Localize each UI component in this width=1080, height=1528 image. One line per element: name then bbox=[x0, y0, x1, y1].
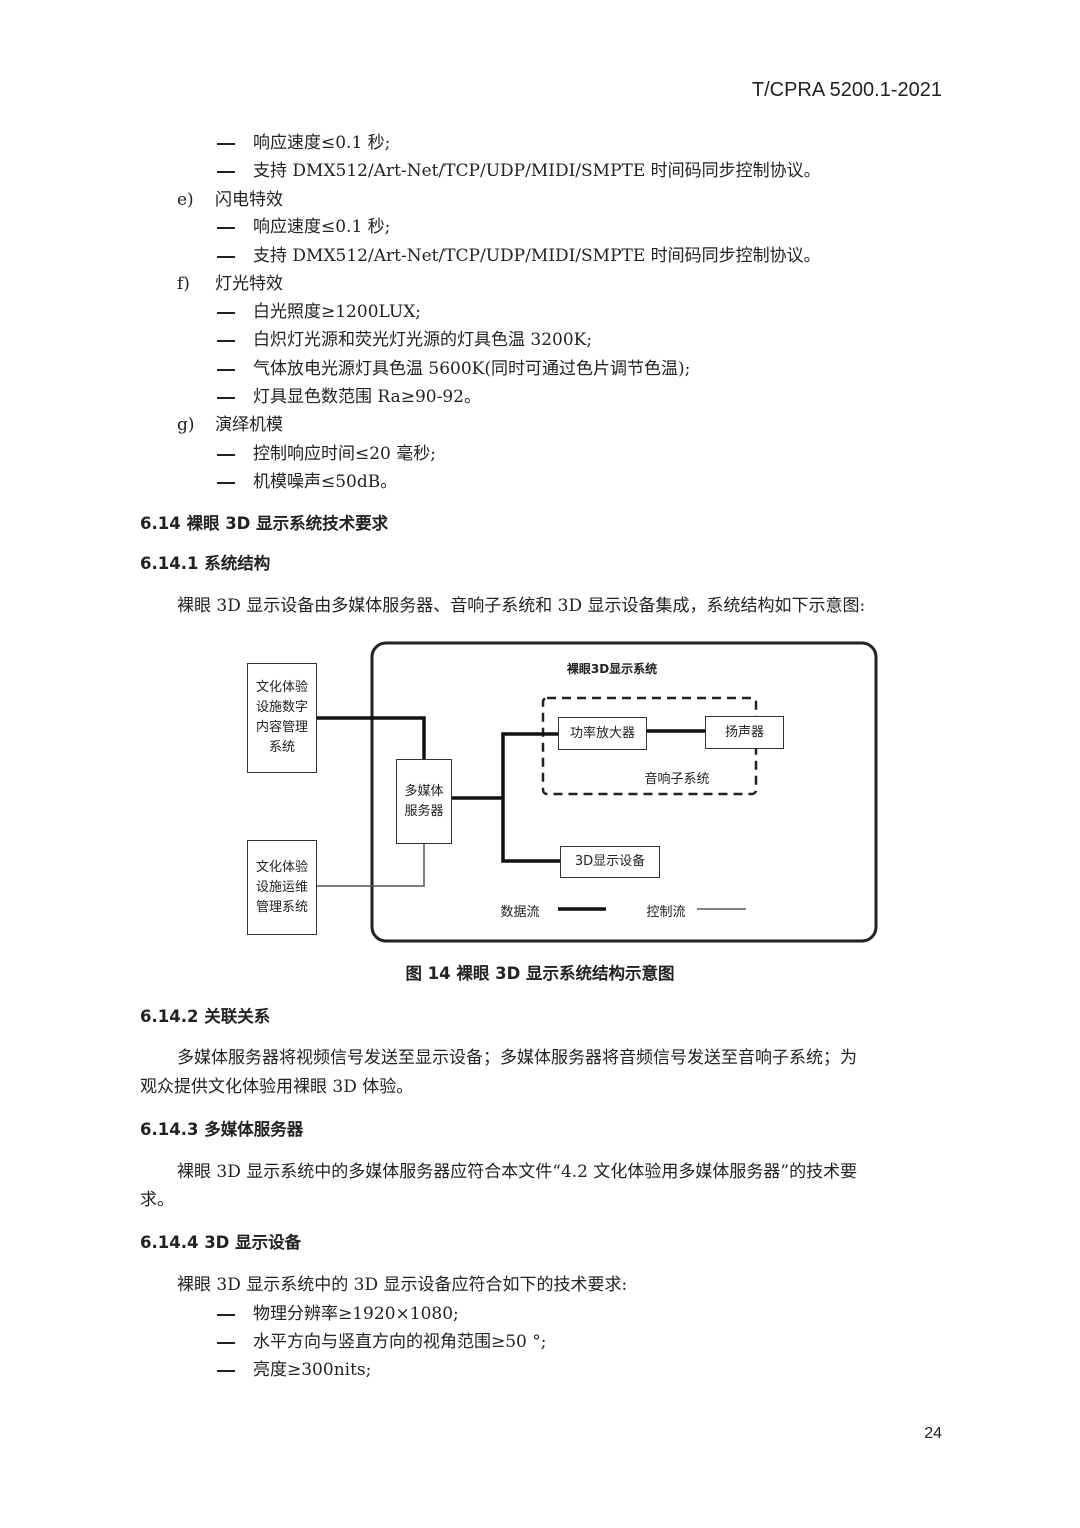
dash-bullet bbox=[217, 227, 235, 229]
paragraph: 裸眼 3D 显示设备由多媒体服务器、音响子系统和 3D 显示设备集成，系统结构如… bbox=[177, 596, 866, 616]
dash-bullet bbox=[217, 397, 235, 399]
list-item: 白光照度≥1200LUX; bbox=[253, 302, 422, 322]
dash-bullet bbox=[217, 454, 235, 456]
list-item: 支持 DMX512/Art-Net/TCP/UDP/MIDI/SMPTE 时间码… bbox=[253, 161, 821, 181]
list-marker: g) bbox=[177, 415, 195, 435]
paragraph: 裸眼 3D 显示系统中的多媒体服务器应符合本文件“4.2 文化体验用多媒体服务器… bbox=[177, 1162, 858, 1182]
dash-bullet bbox=[217, 1370, 235, 1372]
dash-bullet bbox=[217, 171, 235, 173]
media-server-box: 多媒体服务器 bbox=[396, 759, 452, 844]
system-boundary bbox=[370, 641, 878, 943]
dash-bullet bbox=[217, 369, 235, 371]
system-structure-diagram: 裸眼3D显示系统 文化体验设施数字内容管理系统 文化体验设施运维管理系统 多媒体… bbox=[240, 640, 880, 950]
paragraph: 多媒体服务器将视频信号发送至显示设备；多媒体服务器将音频信号发送至音响子系统；为 bbox=[177, 1048, 857, 1068]
dash-bullet bbox=[217, 1342, 235, 1344]
list-subheading: 闪电特效 bbox=[215, 190, 283, 210]
list-subheading: 灯光特效 bbox=[215, 274, 283, 294]
paragraph: 裸眼 3D 显示系统中的 3D 显示设备应符合如下的技术要求: bbox=[177, 1275, 628, 1295]
legend-data-flow-label: 数据流 bbox=[500, 905, 540, 920]
content-management-system-box: 文化体验设施数字内容管理系统 bbox=[247, 663, 317, 773]
legend-control-flow-label: 控制流 bbox=[646, 905, 686, 920]
list-item: 响应速度≤0.1 秒; bbox=[253, 217, 391, 237]
audio-subsystem-label: 音响子系统 bbox=[644, 772, 710, 787]
dash-bullet bbox=[217, 312, 235, 314]
operations-management-system-box: 文化体验设施运维管理系统 bbox=[247, 840, 317, 935]
list-item: 控制响应时间≤20 毫秒; bbox=[253, 444, 437, 464]
list-item: 白炽灯光源和荧光灯光源的灯具色温 3200K; bbox=[253, 330, 593, 350]
paragraph: 求。 bbox=[140, 1190, 174, 1210]
speaker-box: 扬声器 bbox=[705, 716, 784, 749]
section-heading-6-14-4: 6.14.4 3D 显示设备 bbox=[140, 1233, 302, 1252]
dash-bullet bbox=[217, 340, 235, 342]
document-number: T/CPRA 5200.1-2021 bbox=[751, 79, 942, 101]
data-flow-line bbox=[317, 716, 426, 759]
page-number: 24 bbox=[924, 1425, 942, 1442]
list-marker: f) bbox=[177, 274, 190, 294]
control-flow-line bbox=[317, 844, 425, 887]
section-heading-6-14-3: 6.14.3 多媒体服务器 bbox=[140, 1120, 304, 1139]
list-item: 灯具显色数范围 Ra≥90-92。 bbox=[253, 387, 481, 407]
section-heading-6-14-2: 6.14.2 关联关系 bbox=[140, 1007, 271, 1026]
list-subheading: 演绎机模 bbox=[215, 415, 283, 435]
data-flow-line bbox=[501, 732, 560, 863]
list-marker: e) bbox=[177, 190, 194, 210]
amplifier-box: 功率放大器 bbox=[558, 717, 647, 750]
section-heading-6-14-1: 6.14.1 系统结构 bbox=[140, 554, 271, 573]
list-item: 物理分辨率≥1920×1080; bbox=[253, 1304, 459, 1324]
dash-bullet bbox=[217, 482, 235, 484]
section-heading-6-14: 6.14 裸眼 3D 显示系统技术要求 bbox=[140, 514, 389, 533]
figure-caption: 图 14 裸眼 3D 显示系统结构示意图 bbox=[405, 964, 675, 983]
dash-bullet bbox=[217, 1314, 235, 1316]
3d-display-box: 3D显示设备 bbox=[560, 846, 660, 878]
list-item: 水平方向与竖直方向的视角范围≥50 °; bbox=[253, 1332, 547, 1352]
list-item: 气体放电光源灯具色温 5600K(同时可通过色片调节色温); bbox=[253, 359, 691, 379]
list-item: 响应速度≤0.1 秒; bbox=[253, 133, 391, 153]
paragraph: 观众提供文化体验用裸眼 3D 体验。 bbox=[140, 1077, 414, 1097]
dash-bullet bbox=[217, 256, 235, 258]
list-item: 亮度≥300nits; bbox=[253, 1360, 372, 1380]
list-item: 支持 DMX512/Art-Net/TCP/UDP/MIDI/SMPTE 时间码… bbox=[253, 246, 821, 266]
diagram-lines bbox=[317, 641, 878, 943]
system-title: 裸眼3D显示系统 bbox=[566, 662, 658, 676]
list-item: 机模噪声≤50dB。 bbox=[253, 472, 398, 492]
dash-bullet bbox=[217, 143, 235, 145]
